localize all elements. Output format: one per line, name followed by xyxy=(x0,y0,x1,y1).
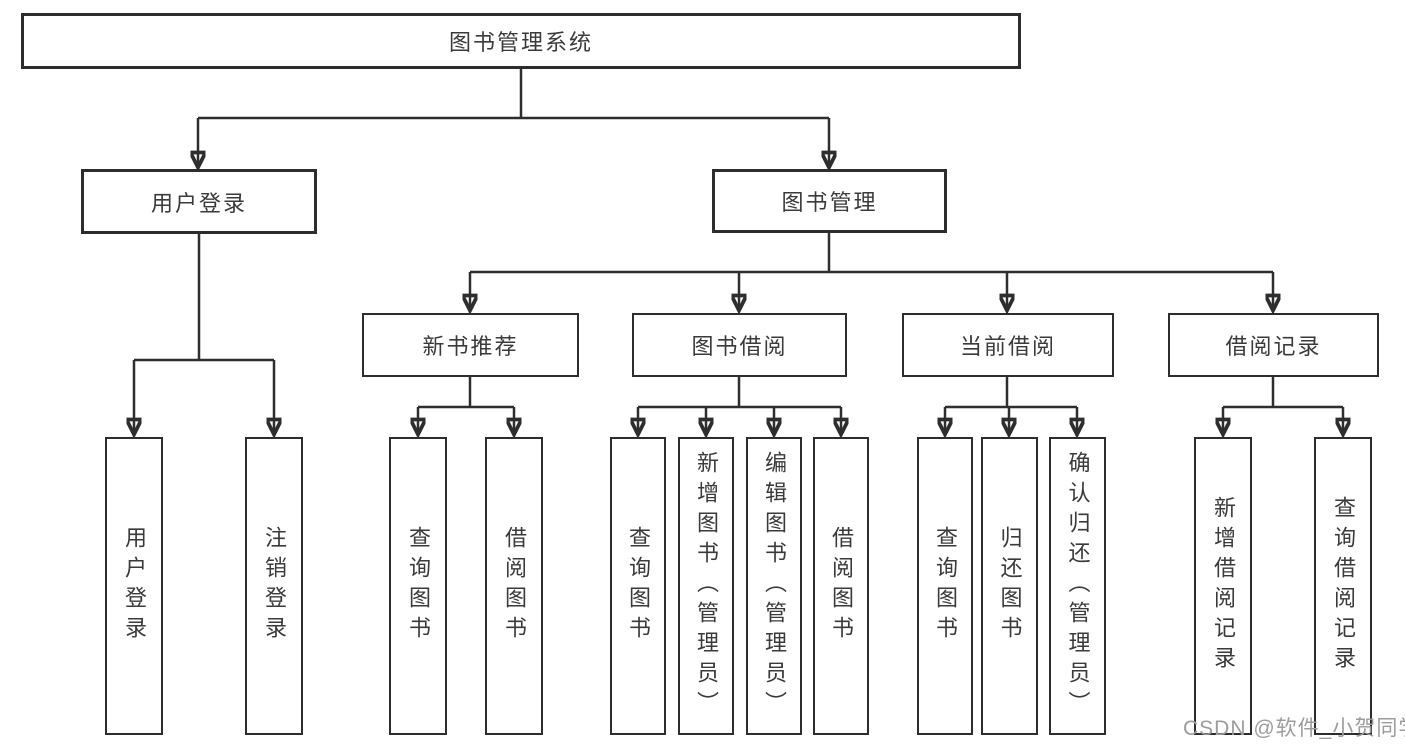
connector-new-book-children xyxy=(418,377,514,433)
node-label: 用户登录 xyxy=(122,526,147,646)
connector-borrow-records-children xyxy=(1223,377,1343,433)
node-label: 查询图书 xyxy=(626,526,651,646)
node-label: 借阅图书 xyxy=(829,526,854,646)
connector-user-login-children xyxy=(134,234,274,433)
node-leaf-user-login: 用户登录 xyxy=(105,437,163,735)
node-label: 借阅记录 xyxy=(1225,334,1322,359)
node-leaf-query-books-recommend: 查询图书 xyxy=(389,437,447,735)
node-label: 新增借阅记录 xyxy=(1211,496,1236,676)
node-label: 新书推荐 xyxy=(422,334,519,359)
node-label: 图书借阅 xyxy=(691,334,788,359)
connector-root-to-level2 xyxy=(198,69,829,166)
node-leaf-query-books-current: 查询图书 xyxy=(917,437,973,735)
node-label: 新增图书（管理员） xyxy=(694,451,719,721)
csdn-watermark: CSDN @软件_小贺同学 xyxy=(1183,717,1405,740)
node-label: 编辑图书（管理员） xyxy=(762,451,787,721)
node-label: 注销登录 xyxy=(262,526,287,646)
node-borrow-records: 借阅记录 xyxy=(1168,313,1379,377)
node-new-book-recommend: 新书推荐 xyxy=(362,313,579,377)
connector-current-borrow-children xyxy=(945,377,1077,433)
node-library-management-system: 图书管理系统 xyxy=(21,13,1021,69)
node-label: 查询借阅记录 xyxy=(1331,496,1356,676)
node-leaf-query-books-borrow: 查询图书 xyxy=(610,437,666,735)
node-label: 图书管理系统 xyxy=(448,30,593,55)
node-leaf-edit-books-admin: 编辑图书（管理员） xyxy=(746,437,802,735)
node-leaf-add-books-admin: 新增图书（管理员） xyxy=(678,437,734,735)
node-label: 确认归还（管理员） xyxy=(1065,451,1091,721)
node-leaf-return-books: 归还图书 xyxy=(981,437,1038,735)
connector-book-borrow-children xyxy=(638,377,841,433)
node-leaf-add-borrow-record: 新增借阅记录 xyxy=(1194,437,1252,735)
node-book-management: 图书管理 xyxy=(712,169,947,233)
node-label: 查询图书 xyxy=(406,526,431,646)
node-book-borrow: 图书借阅 xyxy=(632,313,847,377)
node-leaf-borrow-books-recommend: 借阅图书 xyxy=(485,437,543,735)
node-label: 借阅图书 xyxy=(502,526,527,646)
node-label: 当前借阅 xyxy=(959,334,1056,359)
node-label: 查询图书 xyxy=(933,526,958,646)
connector-book-management-children xyxy=(470,233,1273,309)
node-label: 用户登录 xyxy=(150,190,247,216)
node-label: 图书管理 xyxy=(781,190,878,215)
node-label: 归还图书 xyxy=(997,526,1023,646)
node-leaf-borrow-books: 借阅图书 xyxy=(813,437,869,735)
node-leaf-confirm-return-admin: 确认归还（管理员） xyxy=(1049,437,1106,735)
node-current-borrow: 当前借阅 xyxy=(902,313,1114,377)
node-leaf-logout: 注销登录 xyxy=(245,437,303,735)
node-leaf-query-borrow-record: 查询借阅记录 xyxy=(1314,437,1372,735)
node-user-login: 用户登录 xyxy=(81,169,317,234)
